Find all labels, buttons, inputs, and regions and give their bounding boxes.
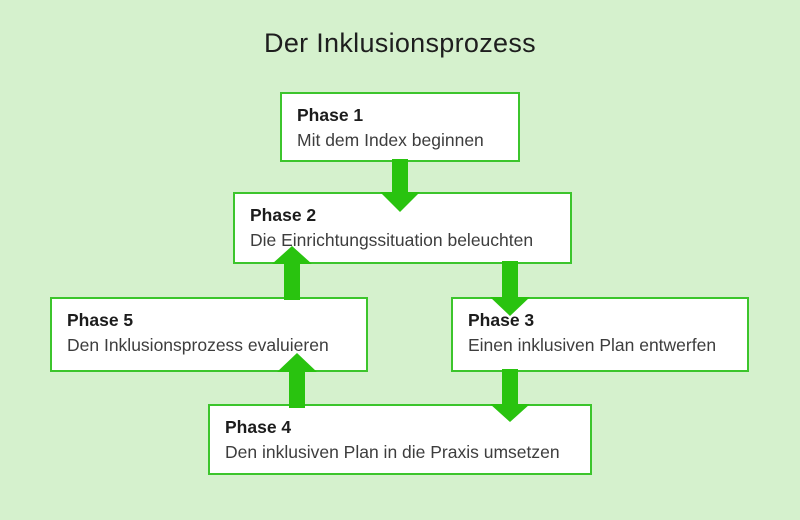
phase-2-box: Phase 2 Die Einrichtungssituation beleuc… bbox=[233, 192, 572, 264]
phase-1-description: Mit dem Index beginnen bbox=[297, 130, 484, 150]
phase-1-box: Phase 1 Mit dem Index beginnen bbox=[280, 92, 520, 162]
phase-3-label: Phase 3 bbox=[468, 310, 535, 330]
phase-5-description: Den Inklusionsprozess evaluieren bbox=[67, 335, 329, 355]
phase-4-box: Phase 4 Den inklusiven Plan in die Praxi… bbox=[208, 404, 592, 475]
page-title: Der Inklusionsprozess bbox=[264, 28, 536, 58]
phase-4-description: Den inklusiven Plan in die Praxis umsetz… bbox=[225, 442, 560, 462]
phase-2-label: Phase 2 bbox=[250, 205, 317, 225]
phase-5-label: Phase 5 bbox=[67, 310, 134, 330]
phase-1-label: Phase 1 bbox=[297, 105, 364, 125]
phase-5-box: Phase 5 Den Inklusionsprozess evaluieren bbox=[50, 297, 368, 372]
phase-2-description: Die Einrichtungssituation beleuchten bbox=[250, 230, 534, 250]
phase-3-box: Phase 3 Einen inklusiven Plan entwerfen bbox=[451, 297, 749, 372]
phase-4-label: Phase 4 bbox=[225, 417, 292, 437]
phase-3-description: Einen inklusiven Plan entwerfen bbox=[468, 335, 717, 355]
